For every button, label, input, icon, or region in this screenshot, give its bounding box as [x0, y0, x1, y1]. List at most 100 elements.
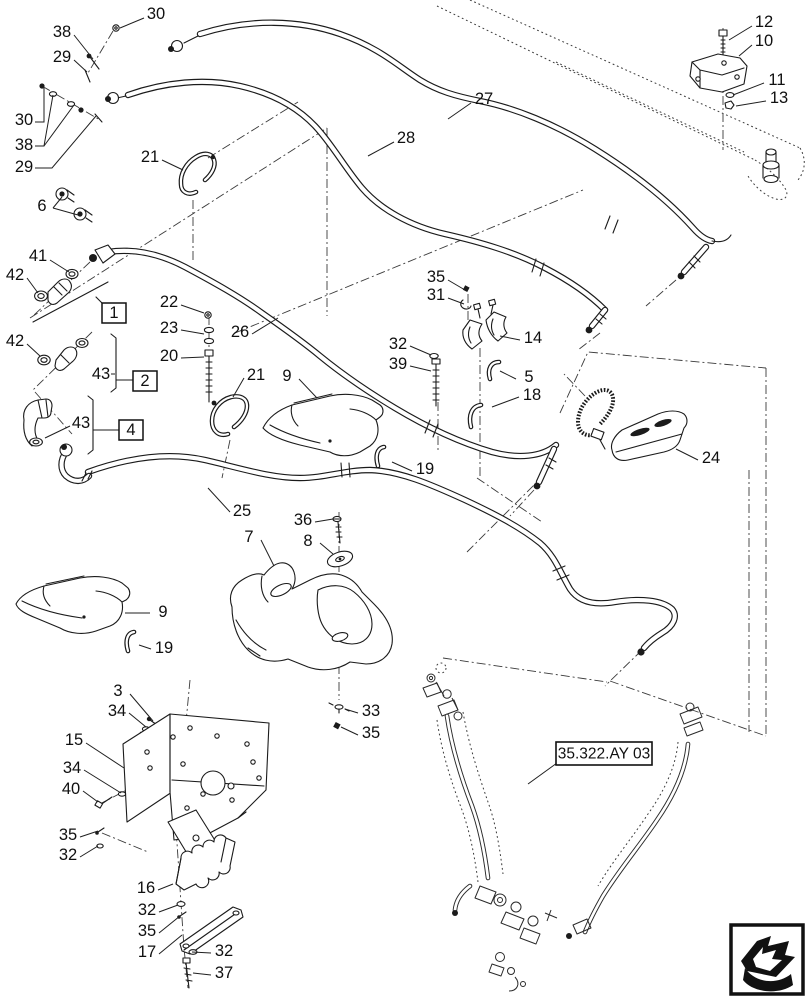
callout-42: 42	[6, 266, 39, 294]
callout-33: 33	[344, 702, 380, 720]
callout-box-frame	[101, 302, 127, 324]
callout-leader-line	[180, 356, 205, 359]
callout-label: 32	[215, 942, 233, 960]
callout-leader-line	[447, 102, 472, 120]
callout-label: 30	[147, 5, 165, 23]
callout-label: 36	[294, 511, 312, 529]
plug-fittings-6	[55, 187, 93, 223]
callout-label: 19	[416, 460, 434, 478]
callout-leader-line	[232, 377, 245, 398]
callout-label: 37	[215, 964, 233, 982]
callout-label: 35	[59, 826, 77, 844]
section-reference-box[interactable]: 35.322.AY 03	[527, 741, 653, 785]
callout-label: 41	[29, 247, 47, 265]
bracket-15-group	[94, 713, 270, 856]
callout-leader-line	[26, 277, 39, 294]
callout-label: 27	[475, 90, 493, 108]
hose-clamp-21-upper	[178, 151, 217, 196]
callout-leader-line	[35, 88, 45, 123]
callout-36: 36	[294, 511, 334, 529]
hose-25	[58, 443, 678, 656]
callout-leader-line	[43, 104, 75, 147]
callout-leader-line	[409, 365, 432, 372]
callout-leader-line	[158, 904, 179, 913]
callout-leader-line	[26, 343, 41, 357]
callout-leader-line	[340, 726, 359, 736]
callout-23: 23	[160, 319, 205, 337]
callout-22: 22	[160, 293, 205, 314]
callout-6: 6	[37, 196, 79, 216]
callout-label: 43	[92, 365, 110, 383]
hose-27	[168, 19, 732, 280]
callout-leader-line	[83, 769, 122, 794]
callout-leader-line	[158, 934, 183, 955]
callout-leader-line	[491, 396, 520, 408]
callout-26: 26	[231, 317, 279, 341]
callout-label: 40	[62, 780, 80, 798]
fitting-group-1	[32, 268, 109, 323]
screw-36	[332, 515, 343, 544]
callout-box-frame	[132, 370, 158, 392]
callout-box-2: 2	[132, 370, 158, 392]
callout-label: 12	[755, 13, 773, 31]
callout-label: 3	[113, 682, 122, 700]
callout-label: 19	[155, 639, 173, 657]
fasteners-33-35	[328, 702, 350, 730]
callout-9: 9	[125, 603, 168, 621]
callout-38: 38	[53, 23, 94, 60]
cable-tie	[575, 388, 616, 450]
callout-30: 30	[119, 5, 165, 29]
callout-leader-line	[251, 317, 279, 335]
callout-label: 24	[702, 449, 720, 467]
callout-32: 32	[138, 901, 179, 919]
callout-box-label: 2	[140, 372, 149, 390]
callout-label: 38	[15, 136, 33, 154]
callout-leader-line	[49, 259, 70, 273]
callout-38: 38	[15, 94, 75, 154]
callout-label: 21	[141, 148, 159, 166]
fitting-group-4	[23, 395, 120, 455]
callout-21: 21	[141, 148, 184, 171]
strap-17-group	[176, 901, 244, 989]
bracket-10-group	[689, 29, 748, 110]
callout-label: 18	[523, 386, 541, 404]
callout-leader-line	[735, 100, 767, 107]
callout-box-label: 4	[126, 421, 135, 439]
callout-31: 31	[427, 286, 465, 305]
callout-13: 13	[735, 89, 788, 107]
callout-label: 21	[247, 366, 265, 384]
callout-leader-line	[73, 34, 94, 60]
hose-28	[105, 78, 609, 334]
callout-leader-line	[44, 425, 71, 439]
callout-8: 8	[303, 532, 334, 555]
callout-label: 42	[6, 266, 24, 284]
page-turn-logo-icon	[729, 923, 805, 996]
callout-label: 16	[137, 879, 155, 897]
callout-leader-line	[409, 345, 432, 356]
callout-box-4: 4	[118, 419, 144, 441]
callout-leader-line	[314, 518, 334, 523]
callout-34: 34	[108, 702, 147, 728]
callout-label: 9	[282, 367, 291, 385]
callout-label: 9	[158, 603, 167, 621]
callout-leader-line	[180, 304, 205, 314]
callout-leader-line	[447, 297, 465, 305]
washer-plate-8	[326, 550, 354, 568]
callout-label: 31	[427, 286, 445, 304]
callout-label: 33	[362, 702, 380, 720]
callout-label: 35	[362, 724, 380, 742]
frame-rail-ghost	[436, 0, 805, 200]
fasteners-top-left	[39, 24, 120, 223]
callout-40: 40	[62, 780, 99, 803]
callout-label: 10	[755, 32, 773, 50]
callout-24: 24	[675, 448, 720, 467]
callout-label: 32	[138, 901, 156, 919]
callout-leader-line	[73, 59, 88, 73]
callout-19: 19	[391, 460, 434, 478]
callout-7: 7	[244, 528, 275, 567]
callout-leader-line	[675, 448, 699, 461]
explosion-axis-lines	[32, 28, 724, 989]
callout-29: 29	[53, 48, 88, 73]
